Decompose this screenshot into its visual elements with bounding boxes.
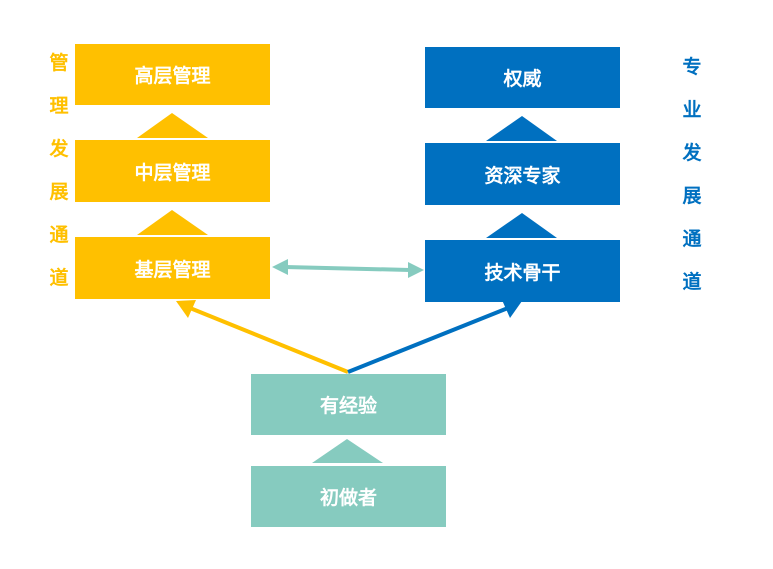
up-triangle-left-2 xyxy=(137,210,208,235)
professional-track-label-char: 专 xyxy=(682,56,702,78)
double-arrow-left-head xyxy=(272,259,288,275)
double-arrow-right-head xyxy=(408,262,424,278)
level-authority: 权威 xyxy=(425,47,620,108)
professional-track-label-char: 发 xyxy=(682,142,702,164)
management-track-label-char: 展 xyxy=(49,181,69,203)
level-beginner: 初做者 xyxy=(251,466,446,527)
management-track-label-char: 管 xyxy=(49,52,69,74)
up-triangle-right-2 xyxy=(486,213,557,238)
professional-track-label-char: 通 xyxy=(682,228,702,250)
professional-track-label: 专业发展通道 xyxy=(677,46,707,304)
management-track-label-char: 理 xyxy=(49,95,69,117)
level-middle-management: 中层管理 xyxy=(75,140,270,202)
level-senior-expert: 资深专家 xyxy=(425,143,620,205)
level-experienced: 有经验 xyxy=(251,374,446,435)
yellow-arrow-head xyxy=(176,300,196,318)
management-track-label-char: 道 xyxy=(49,267,69,289)
level-tech-backbone: 技术骨干 xyxy=(425,240,620,302)
blue-arrow-head xyxy=(502,300,522,318)
up-triangle-left-1 xyxy=(137,113,208,138)
professional-track-label-char: 展 xyxy=(682,185,702,207)
professional-track-label-char: 道 xyxy=(682,271,702,293)
level-senior-management: 高层管理 xyxy=(75,44,270,105)
level-base-management: 基层管理 xyxy=(75,237,270,299)
management-track-label-char: 发 xyxy=(49,138,69,160)
professional-track-label-char: 业 xyxy=(682,99,702,121)
up-triangle-base xyxy=(312,439,383,463)
management-track-label-char: 通 xyxy=(49,224,69,246)
management-track-label: 管理发展通道 xyxy=(44,42,74,300)
up-triangle-right-1 xyxy=(486,116,557,141)
